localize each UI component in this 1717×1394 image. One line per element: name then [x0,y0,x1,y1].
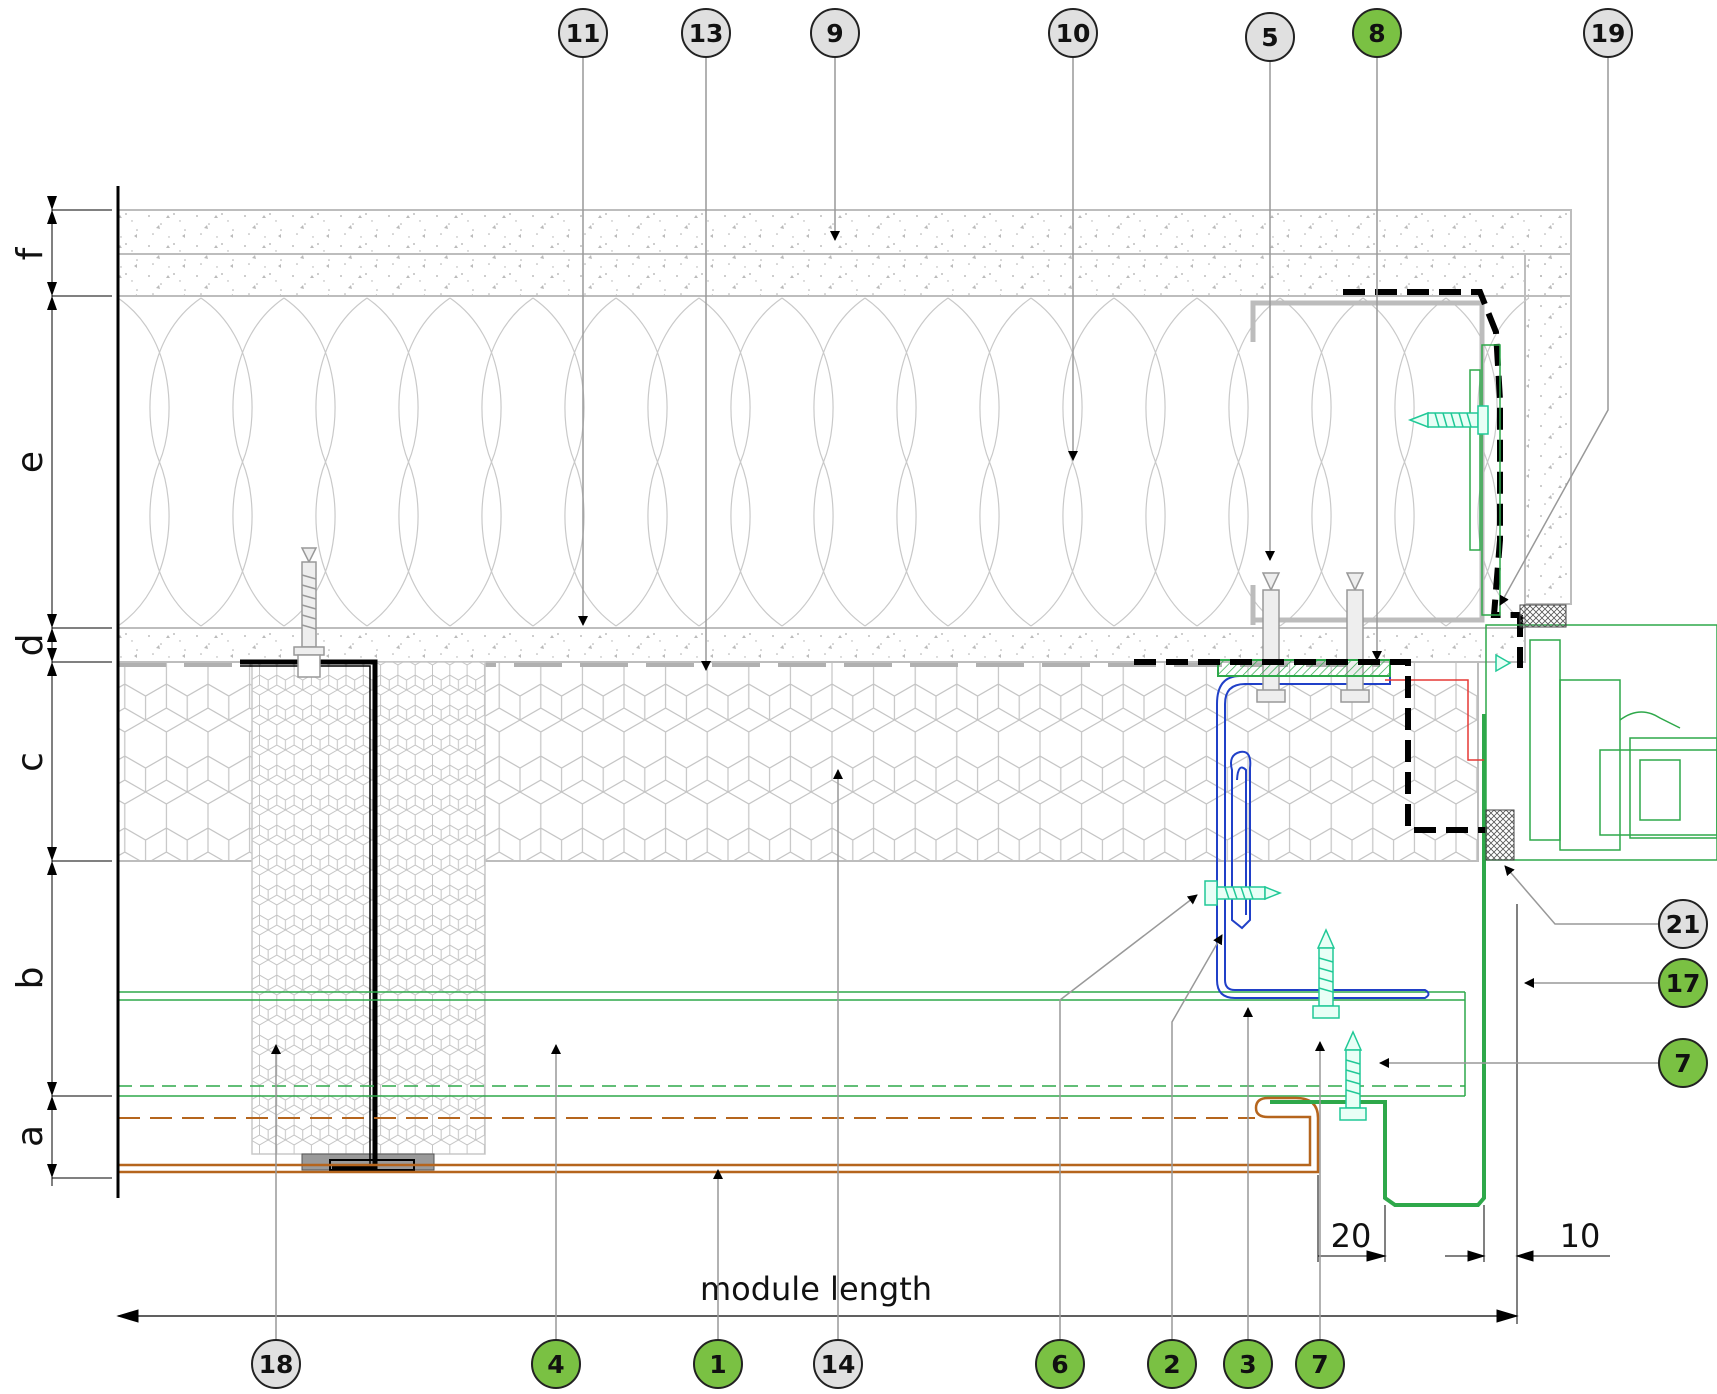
wool-fibre-loop [117,297,202,627]
screw-left [293,547,325,678]
wool-fibre-loop [1196,297,1281,627]
svg-text:13: 13 [689,19,724,48]
cladding-panel-1 [118,1096,1320,1174]
callout-5: 5 [1245,12,1295,62]
seal-top [1519,604,1567,628]
callout-3: 3 [1223,1339,1273,1389]
layer-e-mineral-wool [117,295,1530,629]
callout-7-right: 7 [1658,1038,1708,1088]
svg-text:18: 18 [259,1350,294,1379]
callout-9: 9 [810,8,860,58]
svg-text:11: 11 [566,19,601,48]
wool-fibre-loop [532,297,617,627]
dim-label-e: e [10,451,51,473]
svg-text:2: 2 [1163,1350,1180,1379]
dim-10-label: 10 [1560,1217,1601,1255]
callout-17: 17 [1658,958,1708,1008]
svg-text:1: 1 [709,1350,726,1379]
svg-text:7: 7 [1674,1049,1691,1078]
callout-11: 11 [558,8,608,58]
callout-18: 18 [251,1339,301,1389]
wool-fibre-loop [449,297,534,627]
dim-label-a: a [10,1125,51,1147]
callout-7-bottom: 7 [1295,1339,1345,1389]
svg-text:3: 3 [1239,1350,1256,1379]
window-frame [1469,344,1717,861]
leader-lines [271,58,1683,1340]
callout-4: 4 [531,1339,581,1389]
wool-fibre-loop [283,297,368,627]
dim-label-f: f [10,246,51,260]
cladding-back-panel [118,991,1466,1097]
left-boundary [51,186,120,1198]
wool-fibre-loop [864,297,949,627]
dim-label-c: c [10,752,51,772]
wool-fibre-loop [1279,297,1364,627]
svg-text:19: 19 [1591,19,1626,48]
wool-fibre-loop [366,297,451,627]
svg-text:7: 7 [1311,1350,1328,1379]
fire-barrier-block [251,661,486,1171]
wool-fibre-loop [1113,297,1198,627]
dim-label-d: d [10,634,51,657]
screws-teal [1204,405,1512,1121]
seal-bottom [1485,809,1515,861]
callout-21: 21 [1658,899,1708,949]
wool-fibre-loop [615,297,700,627]
svg-text:5: 5 [1261,23,1278,52]
callout-1: 1 [693,1339,743,1389]
red-seal-line [1385,679,1484,761]
layer-f-concrete [117,209,1572,605]
wool-fibre-loop [1030,297,1115,627]
dim-label-b: b [10,967,51,990]
callout-10: 10 [1048,8,1098,58]
callout-13: 13 [681,8,731,58]
callout-19: 19 [1583,8,1633,58]
wool-fibre-loop [781,297,866,627]
frame-profile [1270,714,1486,1207]
wool-fibre-loop [698,297,783,627]
svg-text:17: 17 [1666,969,1701,998]
wool-fibre-loop [1362,297,1447,627]
support-bracket [1216,675,1430,999]
wool-fibre-loop [200,297,285,627]
wool-fibre-loop [947,297,1032,627]
callout-2: 2 [1147,1339,1197,1389]
layer-d-concrete [117,627,1526,663]
svg-text:4: 4 [547,1350,564,1379]
svg-text:21: 21 [1666,910,1701,939]
dim-20-label: 20 [1331,1217,1372,1255]
svg-text:14: 14 [821,1350,856,1379]
callout-8: 8 [1352,8,1402,58]
svg-text:8: 8 [1368,19,1385,48]
svg-text:10: 10 [1056,19,1091,48]
callout-6: 6 [1035,1339,1085,1389]
module-length-dim [116,904,1610,1324]
module-length-label: module length [700,1270,932,1308]
callout-14: 14 [813,1339,863,1389]
svg-text:9: 9 [826,19,843,48]
dim-arrows [47,196,57,1178]
svg-text:6: 6 [1051,1350,1068,1379]
